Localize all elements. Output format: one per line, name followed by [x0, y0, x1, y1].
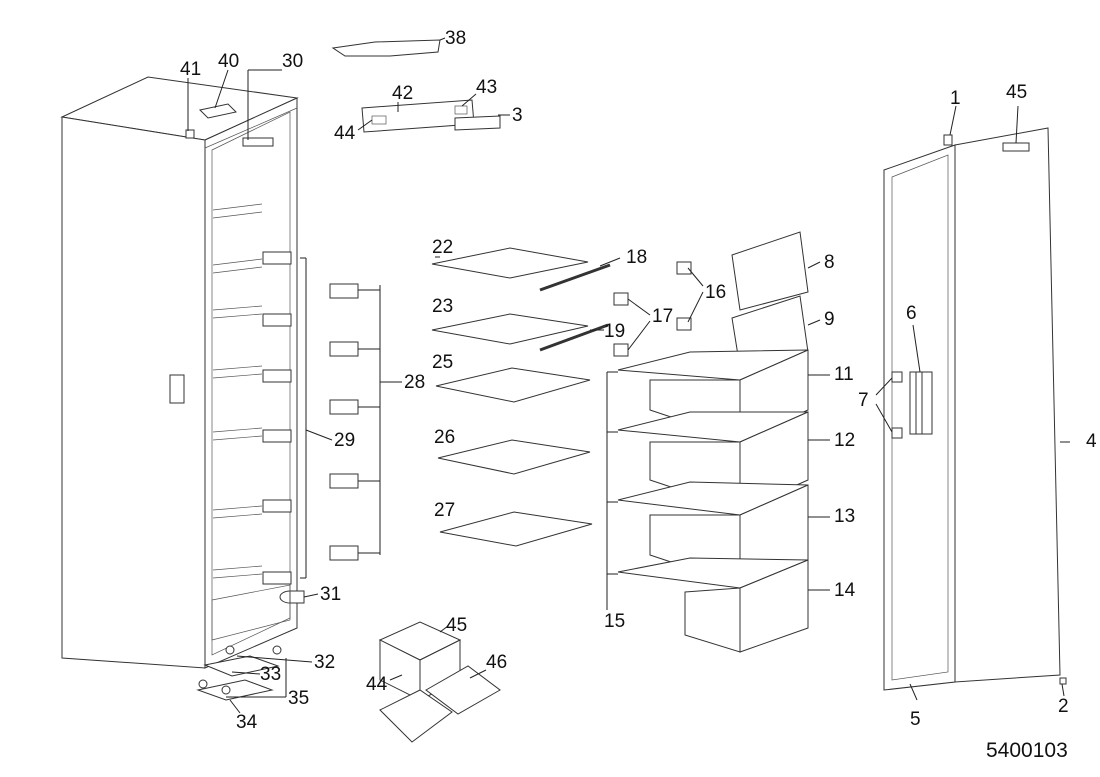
label-7: 7 [858, 390, 869, 411]
label-19: 19 [604, 321, 625, 342]
label-15: 15 [604, 611, 625, 632]
glass-shelves [431, 247, 593, 547]
label-1: 1 [950, 88, 961, 109]
drawers [617, 231, 809, 653]
label-32: 32 [314, 652, 335, 673]
label-31: 31 [320, 584, 341, 605]
label-14: 14 [834, 580, 856, 601]
label-43: 45 [1006, 82, 1027, 103]
label-25: 25 [432, 352, 453, 373]
label-30: 30 [282, 51, 303, 72]
hinge-feet-parts [196, 645, 282, 701]
label-18: 18 [626, 247, 647, 268]
control-panel [361, 99, 501, 133]
label-34: 34 [236, 712, 258, 733]
label-2: 2 [1058, 696, 1069, 717]
top-parts [185, 39, 441, 147]
label-27: 27 [434, 500, 455, 521]
label-39: 41 [180, 59, 201, 80]
drawer-clips [613, 261, 692, 357]
label-5: 5 [910, 709, 921, 730]
label-40: 42 [392, 83, 413, 104]
label-42: 44 [334, 123, 356, 144]
label-13: 13 [834, 506, 855, 527]
label-33: 33 [260, 664, 281, 685]
label-29: 29 [334, 430, 355, 451]
leader-lines [187, 37, 1070, 714]
label-16: 16 [705, 282, 726, 303]
label-35: 35 [288, 688, 309, 709]
label-6: 6 [906, 303, 917, 324]
label-4: 4 [1086, 431, 1097, 452]
label-28: 28 [404, 372, 425, 393]
label-36: 38 [445, 28, 466, 49]
ice-tray-set [378, 621, 501, 743]
label-8: 8 [824, 252, 835, 273]
document-code: 5400103 [986, 739, 1068, 762]
label-22: 22 [432, 237, 453, 258]
label-45: 45 [446, 615, 467, 636]
freezer-cabinet [60, 76, 305, 669]
freezer-door [883, 127, 1067, 691]
shelf-support-clips [329, 283, 359, 561]
label-38: 40 [218, 51, 239, 72]
label-12: 12 [834, 430, 855, 451]
label-41: 43 [476, 77, 497, 98]
label-9: 9 [824, 309, 835, 330]
label-17: 17 [652, 306, 673, 327]
label-3: 3 [512, 105, 523, 126]
label-44: 44 [366, 674, 388, 695]
label-46: 46 [486, 652, 507, 673]
label-11: 11 [834, 364, 854, 385]
shelf-rods [539, 263, 611, 352]
label-26: 26 [434, 427, 455, 448]
part-labels: 38 41 40 30 42 43 44 3 1 45 4 6 7 5 2 8 … [180, 28, 1097, 762]
label-23: 23 [432, 296, 453, 317]
